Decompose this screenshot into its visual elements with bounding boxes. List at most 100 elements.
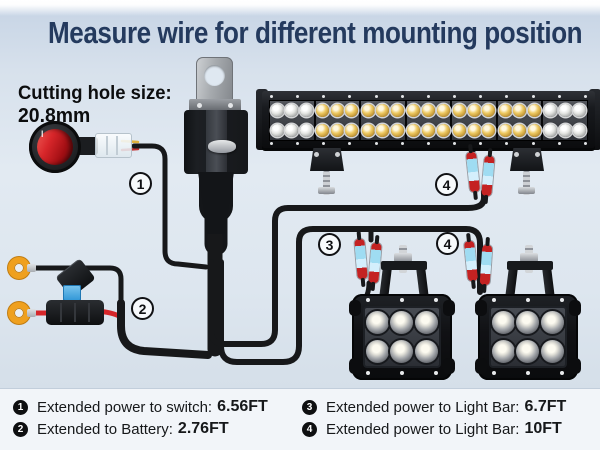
led <box>422 123 436 137</box>
led <box>498 104 512 118</box>
legend-value-2: 2.76FT <box>177 420 229 437</box>
pod-screws-bottom <box>366 371 438 376</box>
pod-ear <box>475 358 487 374</box>
pod-ear <box>443 358 455 374</box>
pod-screws-top <box>492 298 564 303</box>
led <box>345 123 359 137</box>
pod-nut <box>520 253 538 262</box>
wire-marker-4a: 4 <box>435 173 458 196</box>
led <box>316 123 330 137</box>
lightbar-section <box>543 101 588 140</box>
lightbar-section <box>497 101 544 140</box>
led <box>299 104 313 118</box>
led <box>422 104 436 118</box>
led <box>527 123 541 137</box>
led <box>544 104 558 118</box>
legend-bullet-2: 2 <box>13 421 28 437</box>
lightbar-bolt-right <box>523 171 530 195</box>
led <box>558 123 572 137</box>
pod-ear <box>569 358 581 374</box>
led <box>330 123 344 137</box>
lightbar-section <box>452 101 498 140</box>
switch-quick-connector <box>95 133 132 158</box>
led <box>467 104 481 118</box>
led <box>415 311 439 334</box>
led <box>407 123 421 137</box>
led <box>330 104 344 118</box>
legend-label-2: Extended to Battery: <box>37 420 173 438</box>
pod-bracket <box>381 261 427 270</box>
led <box>436 123 450 137</box>
led-pod-right <box>475 245 581 380</box>
lightbar-housing <box>262 91 595 148</box>
wire-ground <box>21 265 124 311</box>
led <box>513 104 527 118</box>
lightbar-bolt-left <box>323 171 330 195</box>
wire-marker-2: 2 <box>131 297 154 320</box>
lightbar-section <box>270 101 316 140</box>
lightbar-section <box>406 101 453 140</box>
cutting-hole-note: Cutting hole size: 20.8mm <box>18 82 172 128</box>
lightbar-bracket-right <box>510 148 544 171</box>
led <box>436 104 450 118</box>
ring-crimp-1 <box>27 264 36 272</box>
switch-io-marking: I <box>41 129 44 139</box>
led <box>513 123 527 137</box>
legend-bullet-4: 4 <box>302 421 317 437</box>
wire-pods <box>218 226 483 365</box>
page-title: Measure wire for different mounting posi… <box>48 15 583 50</box>
switch-stem <box>76 137 98 155</box>
led <box>482 123 496 137</box>
led <box>407 104 421 118</box>
ring-crimp-2 <box>27 309 36 317</box>
led <box>498 123 512 137</box>
lightbar-screws-top <box>270 93 587 99</box>
led <box>361 123 375 137</box>
led <box>516 340 540 363</box>
cutting-hole-value: 20.8mm <box>18 105 91 127</box>
led <box>390 123 404 137</box>
switch-red-rocker <box>37 129 73 165</box>
led <box>365 340 389 363</box>
legend-item-3: 3 Extended power to Light Bar: 6.7FT <box>302 398 566 416</box>
bracket-bolt-hole <box>204 65 225 86</box>
wire-switch <box>131 143 209 270</box>
light-bar <box>256 89 600 211</box>
led <box>270 123 284 137</box>
led <box>541 311 565 334</box>
pod-lens <box>363 306 441 368</box>
led <box>390 311 414 334</box>
legend-value-3: 6.7FT <box>524 398 567 415</box>
legend-item-1: 1 Extended power to switch: 6.56FT <box>13 398 268 416</box>
wire-marker-1: 1 <box>129 172 152 195</box>
led <box>527 104 541 118</box>
pod-ear <box>569 300 581 316</box>
pod-screws-top <box>366 298 438 303</box>
lightbar-washer-left <box>318 187 335 194</box>
lightbar-bracket-left <box>310 148 344 171</box>
rocker-switch: I <box>29 121 81 173</box>
relay-clip <box>208 140 236 153</box>
pod-nut <box>394 253 412 262</box>
lightbar-screws-bottom <box>270 140 587 146</box>
lightbar-lens <box>269 100 588 141</box>
led <box>376 123 390 137</box>
led <box>299 123 313 137</box>
led <box>376 104 390 118</box>
pod-bracket <box>507 261 553 270</box>
led <box>491 311 515 334</box>
pod-lens <box>489 306 567 368</box>
pod-housing <box>349 294 455 380</box>
led <box>482 104 496 118</box>
wire-marker-3: 3 <box>318 233 341 256</box>
lightbar-section <box>361 101 407 140</box>
led <box>453 104 467 118</box>
led <box>390 340 414 363</box>
legend-item-2: 2 Extended to Battery: 2.76FT <box>13 420 229 438</box>
legend-value-1: 6.56FT <box>217 398 268 415</box>
lightbar-section <box>315 101 362 140</box>
legend-label-3: Extended power to Light Bar: <box>326 398 520 416</box>
led <box>285 123 299 137</box>
legend-bullet-3: 3 <box>302 399 317 415</box>
